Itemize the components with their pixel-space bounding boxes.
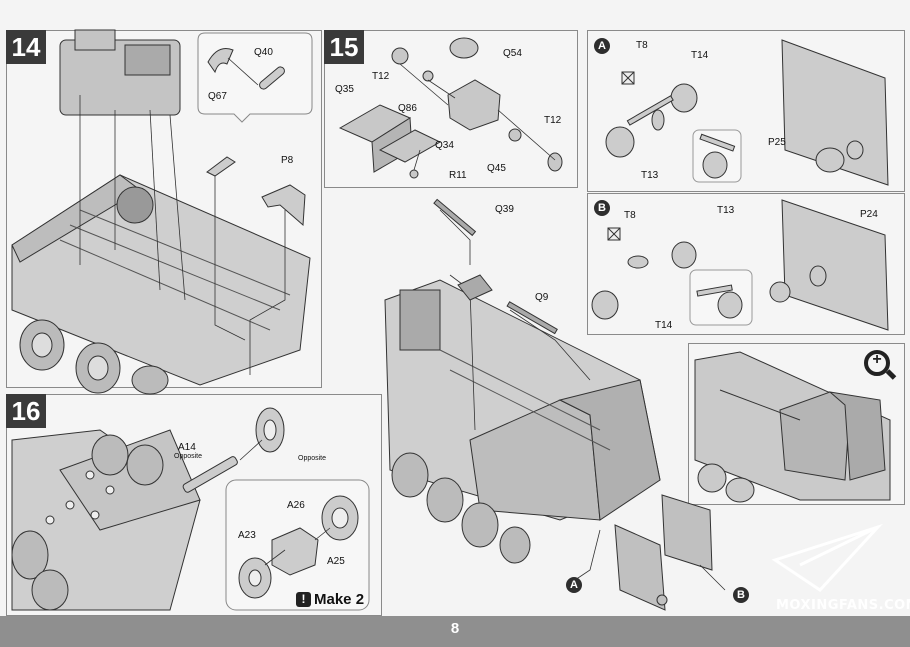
step-16-assembly-lines <box>239 439 331 566</box>
step-15-hull-plates <box>614 494 713 611</box>
sub-step-b-drawing <box>591 199 889 331</box>
sub-step-b-detail-parts <box>696 284 743 319</box>
part-label-q9: Q9 <box>535 292 549 303</box>
part-label-q39: Q39 <box>495 204 514 215</box>
opposite-note-a14: Opposite <box>174 453 203 460</box>
step-15-hull-drawing <box>384 279 661 521</box>
make-quantity-text: Make 2 <box>314 591 365 608</box>
sub-step-a-marker: A <box>594 38 610 54</box>
footer-bar <box>0 616 910 647</box>
zoom-icon: + <box>864 350 890 376</box>
part-label-a14: A14 <box>178 442 196 453</box>
part-label-a-t13: T13 <box>641 170 659 181</box>
exclamation-icon: ! <box>296 592 311 607</box>
part-label-a25: A25 <box>327 556 345 567</box>
part-label-a-t8: T8 <box>636 40 648 51</box>
marker-a-icon: A <box>566 577 582 593</box>
opposite-note-wheel: Opposite <box>298 455 327 462</box>
sub-step-a-drawing <box>605 39 889 186</box>
step-15-subassembly-drawing <box>338 37 563 179</box>
step-16-road-wheels <box>11 434 164 611</box>
step-14-engine-drawing <box>59 29 181 224</box>
sub-step-b-marker: B <box>594 200 610 216</box>
step-number-16: 16 <box>6 394 46 428</box>
step-16-callout-parts <box>238 495 359 599</box>
zoom-detail-drawing <box>694 351 891 503</box>
step-14-road-wheels <box>19 319 169 395</box>
watermark-text: MOXINGFANS.COM <box>776 598 910 613</box>
callout-bubble-14-parts <box>207 48 285 90</box>
part-label-q35: Q35 <box>335 84 354 95</box>
marker-b-icon: B <box>733 587 749 603</box>
part-label-p8: P8 <box>281 155 294 166</box>
step-number-14: 14 <box>6 30 46 64</box>
step-14-hull-drawing <box>11 174 311 386</box>
sub-step-a-detail-parts <box>699 133 736 179</box>
page-number: 8 <box>450 620 460 637</box>
glue-icon-a <box>621 71 635 85</box>
part-label-p24: P24 <box>860 209 878 220</box>
step-15-subassembly-lines <box>399 63 556 171</box>
part-label-a23: A23 <box>238 530 256 541</box>
make-quantity-note: !Make 2 <box>296 591 364 608</box>
part-label-b-t13: T13 <box>717 205 735 216</box>
part-label-p25: P25 <box>768 137 786 148</box>
step-15-road-wheels <box>391 452 531 564</box>
part-label-q45: Q45 <box>487 163 506 174</box>
part-label-q86: Q86 <box>398 103 417 114</box>
step-14-assembly-lines <box>79 95 286 375</box>
part-label-t12-lower: T12 <box>544 115 562 126</box>
step-15-axle-parts <box>433 198 558 335</box>
glue-icon-b <box>607 227 621 241</box>
part-label-a-t14: T14 <box>691 50 709 61</box>
part-label-q67: Q67 <box>208 91 227 102</box>
part-label-q40: Q40 <box>254 47 273 58</box>
part-label-b-t14: T14 <box>655 320 673 331</box>
step-number-15: 15 <box>324 30 364 64</box>
part-label-q54: Q54 <box>503 48 522 59</box>
part-label-t12-upper: T12 <box>372 71 390 82</box>
step-16-wheel-parts <box>182 407 285 493</box>
part-label-r11: R11 <box>449 170 467 181</box>
part-label-a26: A26 <box>287 500 305 511</box>
part-label-b-t8: T8 <box>624 210 636 221</box>
part-label-q34: Q34 <box>435 140 454 151</box>
paper-plane-logo <box>771 523 883 592</box>
